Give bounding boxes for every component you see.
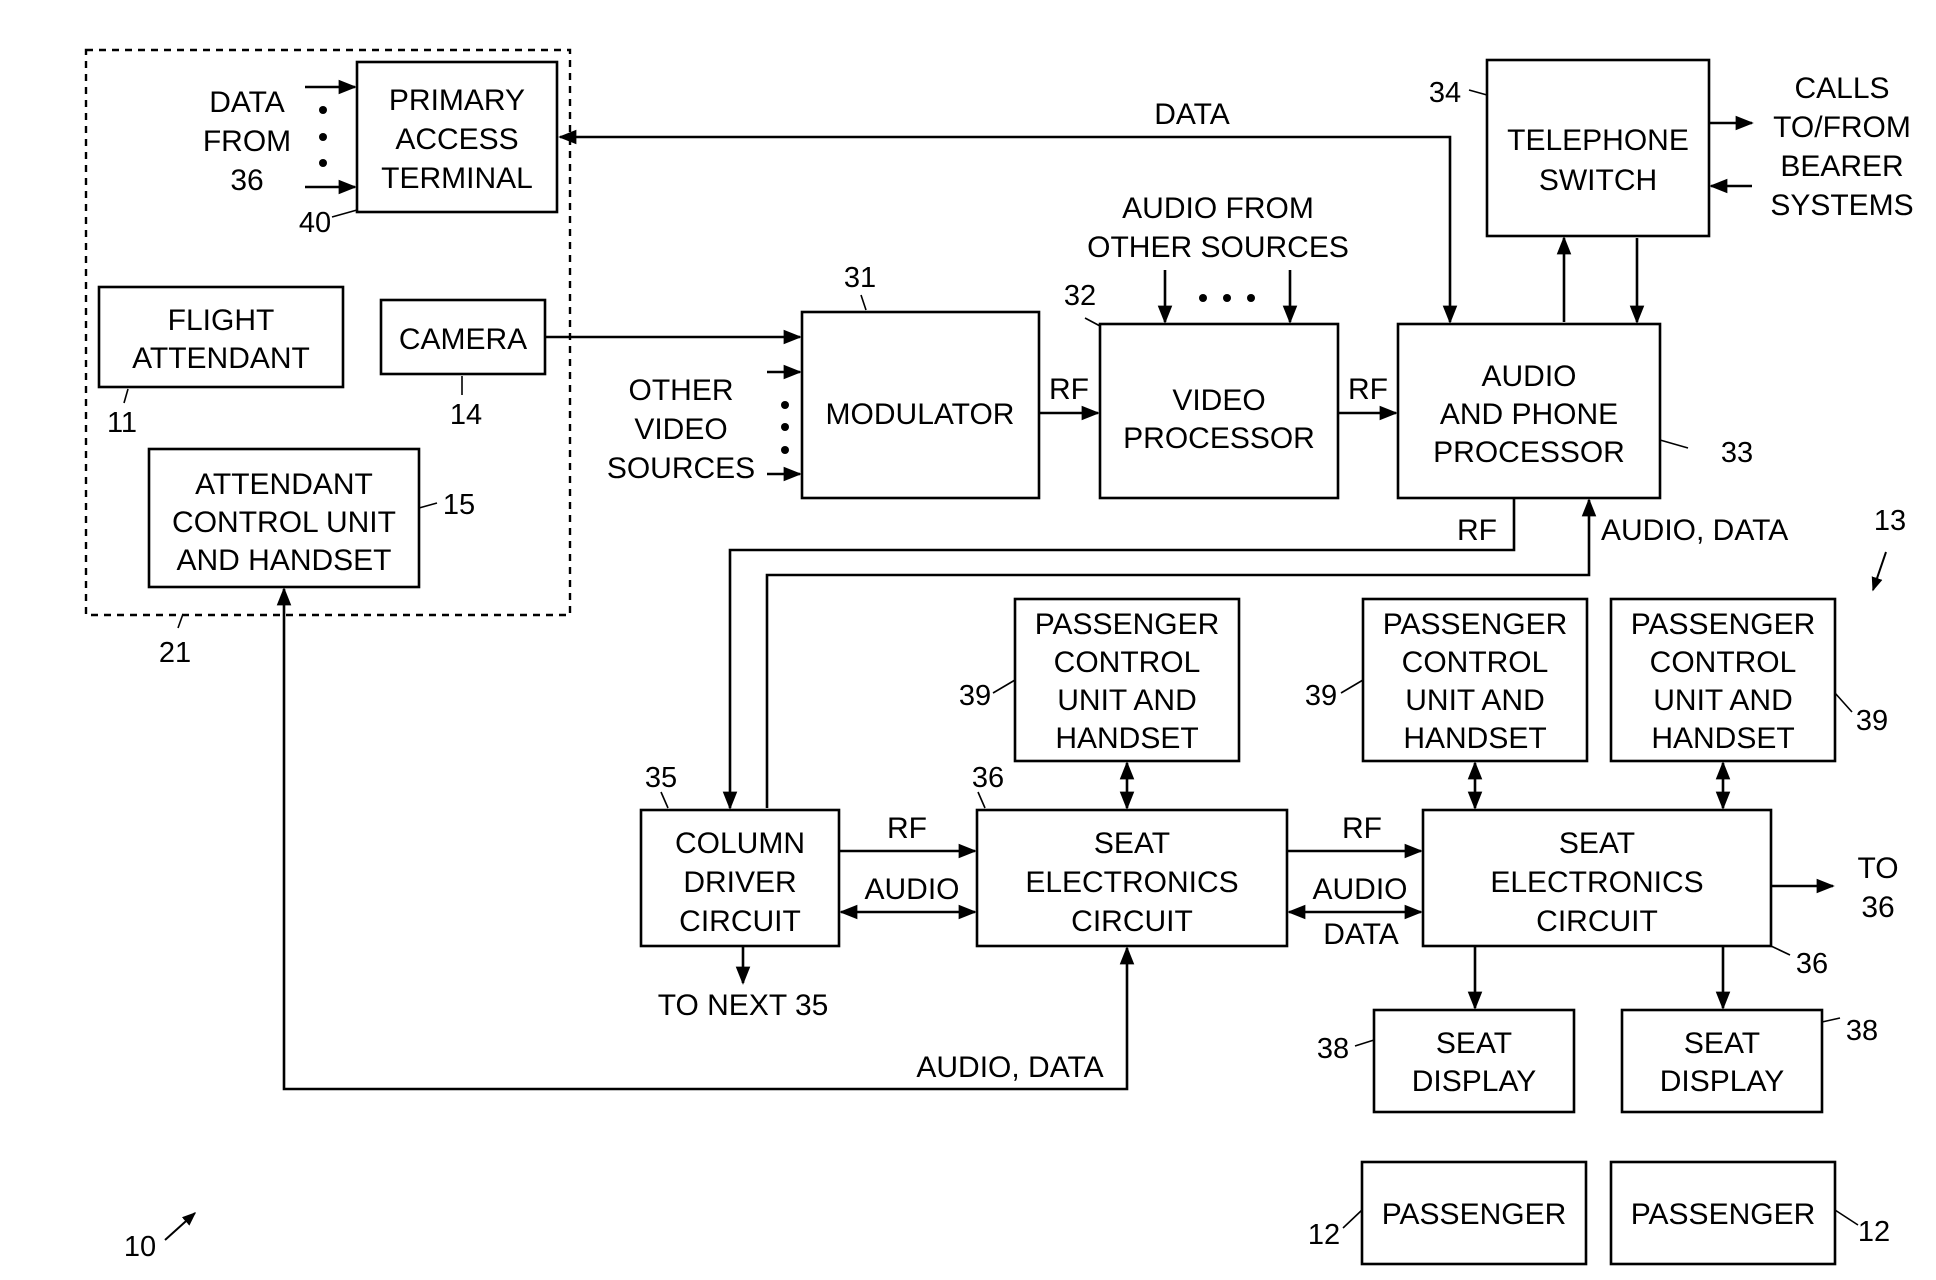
ref-numeral-34: 34 bbox=[1429, 77, 1461, 109]
camera-text: CAMERA bbox=[399, 323, 527, 356]
ref-numeral-39a: 39 bbox=[959, 680, 991, 712]
attendant-control-unit-text: ATTENDANTCONTROL UNITAND HANDSET bbox=[172, 468, 396, 577]
ref-numeral-11: 11 bbox=[107, 407, 137, 439]
ref-numeral-31: 31 bbox=[844, 262, 876, 294]
modulator-text: MODULATOR bbox=[826, 398, 1015, 431]
ref-numeral-35: 35 bbox=[645, 762, 677, 794]
audio-other-sources-text: AUDIO FROMOTHER SOURCES bbox=[1087, 192, 1349, 264]
rf-se-se-text: RF bbox=[1342, 812, 1382, 845]
ref-numeral-36a: 36 bbox=[972, 762, 1004, 794]
ref-numeral-38b: 38 bbox=[1846, 1015, 1878, 1047]
rf-mod-vp-text: RF bbox=[1049, 373, 1089, 406]
primary-access-terminal-text: PRIMARYACCESSTERMINAL bbox=[381, 84, 533, 195]
passenger-2-text: PASSENGER bbox=[1631, 1198, 1816, 1231]
audio-se-se-text: AUDIO bbox=[1312, 873, 1407, 906]
ref-numeral-21: 21 bbox=[159, 637, 191, 669]
ref-numeral-13: 13 bbox=[1874, 505, 1906, 537]
to-36-text: TO36 bbox=[1857, 852, 1898, 924]
ref-numeral-32: 32 bbox=[1064, 280, 1096, 312]
ref-numeral-12a: 12 bbox=[1308, 1219, 1340, 1251]
audio-data-bottom-text: AUDIO, DATA bbox=[916, 1051, 1103, 1084]
to-next-35-text: TO NEXT 35 bbox=[658, 989, 829, 1022]
ref-numeral-40: 40 bbox=[299, 207, 331, 239]
column-driver-text: COLUMNDRIVERCIRCUIT bbox=[675, 827, 805, 938]
ref-numeral-12b: 12 bbox=[1858, 1216, 1890, 1248]
other-video-sources-text: OTHERVIDEOSOURCES bbox=[607, 374, 755, 485]
ref-numeral-39b: 39 bbox=[1305, 680, 1337, 712]
ref-numeral-15: 15 bbox=[443, 489, 475, 521]
audio-cd-se-text: AUDIO bbox=[864, 873, 959, 906]
data-from-36-text: DATAFROM36 bbox=[203, 86, 291, 197]
rf-vp-ap-text: RF bbox=[1348, 373, 1388, 406]
audio-data-ap-in-text: AUDIO, DATA bbox=[1601, 514, 1788, 547]
ref-numeral-36b: 36 bbox=[1796, 948, 1828, 980]
passenger-1-text: PASSENGER bbox=[1382, 1198, 1567, 1231]
ref-numeral-33: 33 bbox=[1721, 437, 1753, 469]
ref-numeral-10: 10 bbox=[124, 1231, 156, 1263]
ref-numeral-38a: 38 bbox=[1317, 1033, 1349, 1065]
ref-numeral-39c: 39 bbox=[1856, 705, 1888, 737]
rf-cd-se-text: RF bbox=[887, 812, 927, 845]
rf-ap-out-text: RF bbox=[1457, 514, 1497, 547]
data-top-text: DATA bbox=[1154, 98, 1230, 131]
calls-bearer-text: CALLSTO/FROMBEARERSYSTEMS bbox=[1770, 72, 1913, 222]
data-se-se-text: DATA bbox=[1323, 918, 1399, 951]
ref-numeral-14: 14 bbox=[450, 399, 482, 431]
